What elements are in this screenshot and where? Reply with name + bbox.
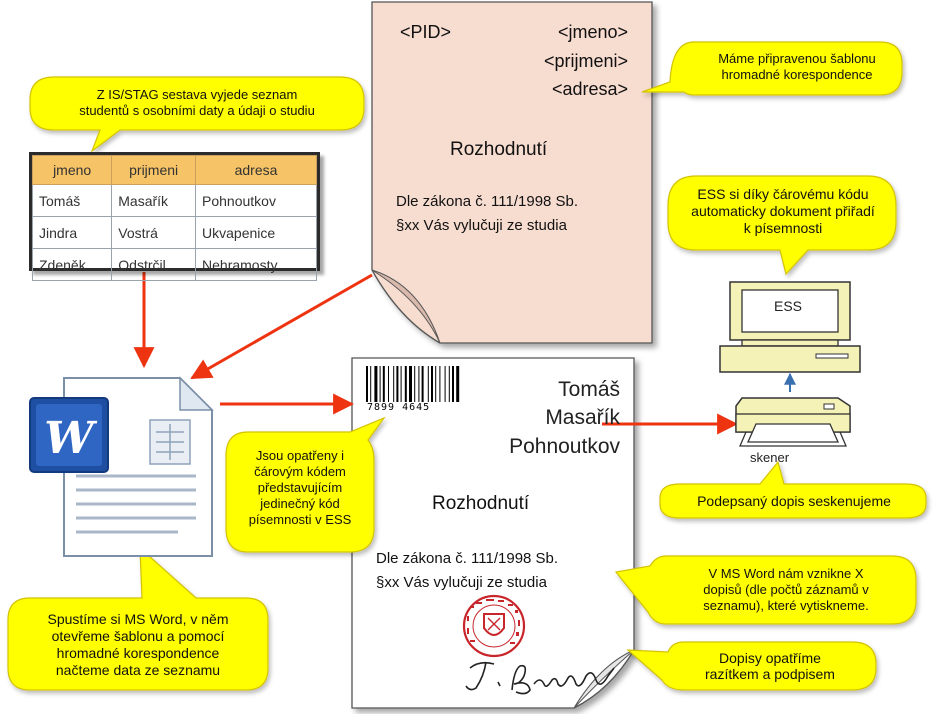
template-pid: <PID> [400,22,452,42]
computer-screen-label: ESS [774,298,803,314]
output-law: Dle zákona č. 111/1998 Sb. [376,550,559,567]
column-header-prijmeni: prijmeni [111,155,197,185]
callout-barcode-text: Jsou opatřeny i čárovým kódem představuj… [248,448,352,527]
callout-scan-bubble [659,460,927,519]
template-document [371,1,653,344]
callout-stamp-text: Dopisy opatříme razítkem a podpisem [705,650,835,682]
callout-barcode-bubble [225,416,386,553]
recipient-name: Tomáš [558,378,620,401]
barcode-number: 7899 4645 [367,402,431,413]
barcode-bar [439,366,441,402]
barcode-bar [379,366,381,402]
table-cell: Nehramosty [195,248,317,281]
barcode-bar [370,366,372,402]
template-jmeno: <jmeno> [557,22,628,42]
table-row: Jindra Vostrá Ukvapenice [31,216,317,249]
svg-text:W: W [44,413,98,464]
callout-template-text: Máme připravenou šablonu hromadné koresp… [718,51,876,82]
barcode-bar [444,366,446,402]
barcode-bar [388,366,389,402]
student-table: jmeno prijmeni adresa Tomáš Masařík Pohn… [29,152,320,281]
callout-stamp-bubble [626,641,877,691]
barcode-bar [404,366,407,402]
template-prijmeni: <prijmeni> [543,51,628,71]
callout-table-text: Z IS/STAG sestava vyjede seznam studentů… [79,87,315,118]
barcode-bar [382,366,385,402]
table-row: Zdeněk Odstrčil Nehramosty [31,248,317,281]
barcode-bar [421,366,424,402]
barcode-bar [396,366,399,402]
barcode-bar [409,366,412,402]
recipient-address: Pohnoutkov [509,435,620,458]
callout-word-bubble [7,546,269,691]
callout-ess-bubble [667,175,897,276]
callout-template-bubble [641,41,903,96]
signature-image [465,661,615,695]
callout-print-bubble [614,555,917,625]
barcode-bar [435,366,437,402]
barcode-bar [366,366,368,402]
table-cell: Odstrčil [111,248,197,281]
callout-scan-text: Podepsaný dopis seskenujeme [697,493,891,509]
table-cell: Zdeněk [31,248,113,281]
output-clause: §xx Vás vylučuji ze studia [376,574,547,591]
table-header-row: jmeno prijmeni adresa [31,155,317,185]
barcode-bar [400,366,402,402]
barcode-bar [456,366,460,402]
barcode-bar [374,366,378,402]
arrow-template-to-word [190,273,373,380]
table-cell: Tomáš [31,184,113,217]
barcode-bar [393,366,395,402]
column-header-adresa: adresa [195,155,317,185]
recipient-surname: Masařík [545,406,620,429]
barcode [366,366,460,402]
barcode-bar [414,366,416,402]
computer-icon [719,281,861,373]
table-cell: Jindra [31,216,113,249]
table-cell: Masařík [111,184,197,217]
output-title: Rozhodnutí [432,493,530,514]
template-adresa: <adresa> [551,79,628,99]
callout-word-text: Spustíme si MS Word, v něm otevřeme šabl… [47,611,229,678]
template-clause: §xx Vás vylučuji ze studia [396,217,567,234]
barcode-bar [427,366,429,402]
barcode-bar [452,366,454,402]
table-cell: Pohnoutkov [195,184,317,217]
table-row: Tomáš Masařík Pohnoutkov [31,184,317,217]
template-law: Dle zákona č. 111/1998 Sb. [396,193,579,210]
barcode-bar [448,366,450,402]
callout-table-bubble [29,76,365,153]
callout-print-text: V MS Word nám vznikne X dopisů (dle počt… [703,566,869,613]
callout-ess-text: ESS si díky čárovému kódu automaticky do… [691,186,875,236]
barcode-bar [431,366,433,402]
table-cell: Ukvapenice [195,216,317,249]
scanner-label: skener [750,450,790,465]
table-cell: Vostrá [111,216,197,249]
template-title: Rozhodnutí [450,139,548,160]
ms-word-icon: W [29,376,214,557]
column-header-jmeno: jmeno [31,155,113,185]
stamp-image [462,594,526,658]
barcode-bar [418,366,420,402]
scanner-icon [735,397,851,447]
